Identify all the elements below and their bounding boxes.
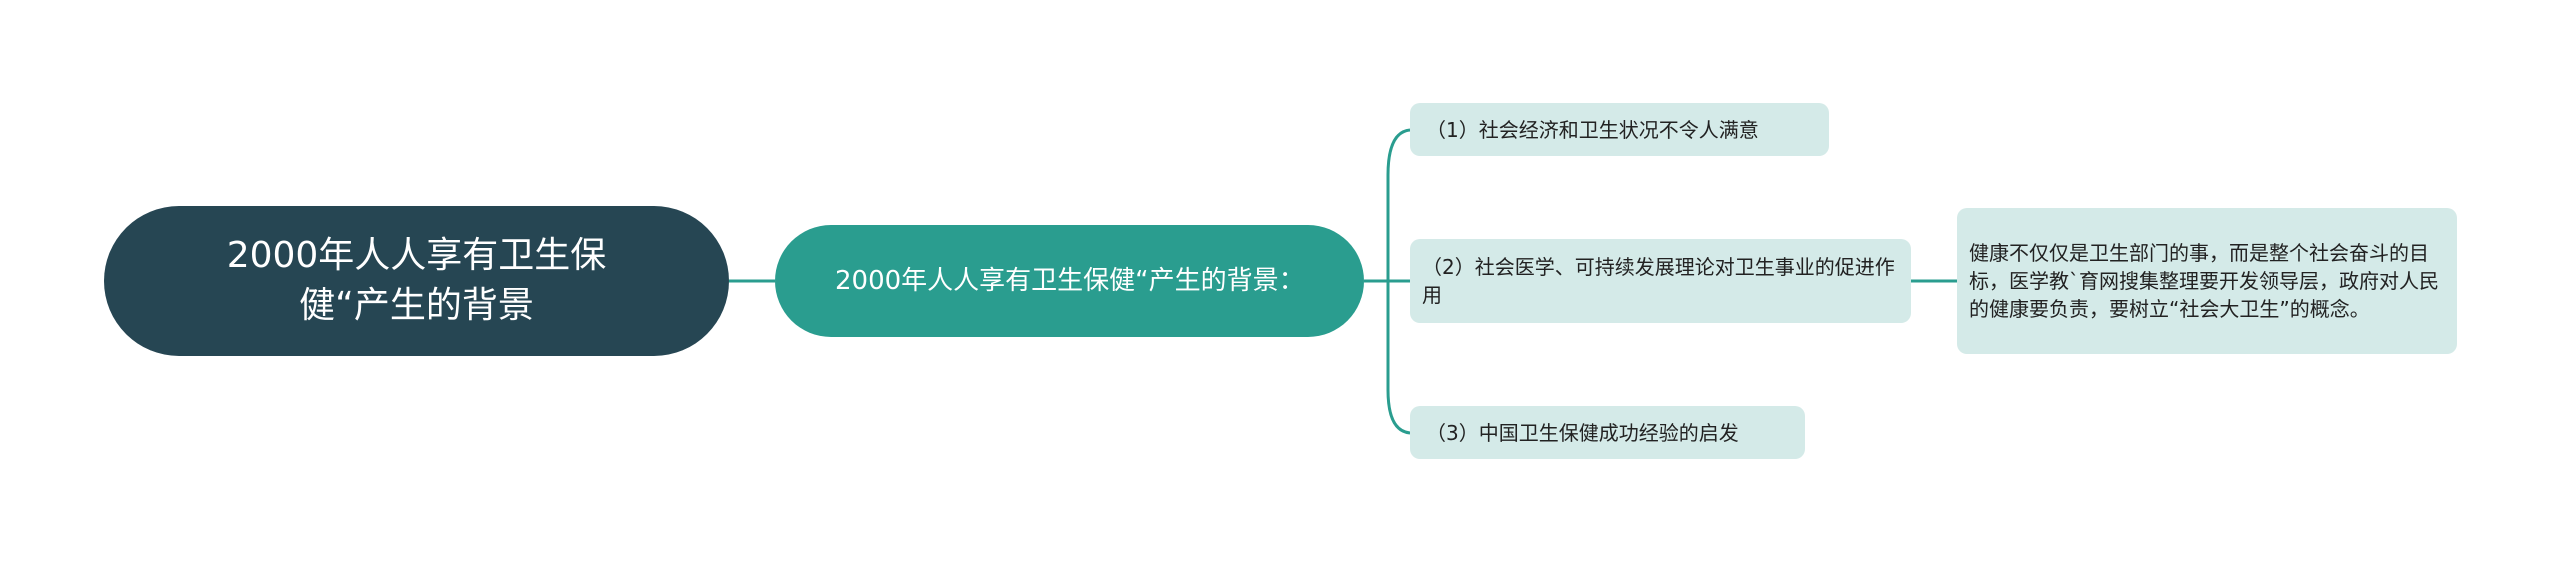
subtopic-1[interactable]: （1）社会经济和卫生状况不令人满意 <box>1410 103 1829 156</box>
subtopic-3[interactable]: （3）中国卫生保健成功经验的启发 <box>1410 406 1805 459</box>
leaf-topic-label: 健康不仅仅是卫生部门的事，而是整个社会奋斗的目标，医学教`育网搜集整理要开发领导… <box>1969 241 2439 321</box>
main-topic-label: 2000年人人享有卫生保健“产生的背景： <box>835 266 1305 296</box>
root-topic[interactable]: 2000年人人享有卫生保健“产生的背景 <box>104 206 729 356</box>
connector-hub-sub3 <box>1386 281 1411 435</box>
subtopic-2-label: （2）社会医学、可持续发展理论对卫生事业的促进作用 <box>1422 255 1895 307</box>
root-topic-label: 2000年人人享有卫生保健“产生的背景 <box>226 235 607 326</box>
connector-hub-sub1 <box>1386 128 1411 281</box>
subtopic-1-label: （1）社会经济和卫生状况不令人满意 <box>1426 117 1759 142</box>
subtopic-2[interactable]: （2）社会医学、可持续发展理论对卫生事业的促进作用 <box>1410 239 1911 323</box>
leaf-topic[interactable]: 健康不仅仅是卫生部门的事，而是整个社会奋斗的目标，医学教`育网搜集整理要开发领导… <box>1957 208 2457 354</box>
main-topic[interactable]: 2000年人人享有卫生保健“产生的背景： <box>775 225 1364 337</box>
subtopic-3-label: （3）中国卫生保健成功经验的启发 <box>1426 420 1739 445</box>
